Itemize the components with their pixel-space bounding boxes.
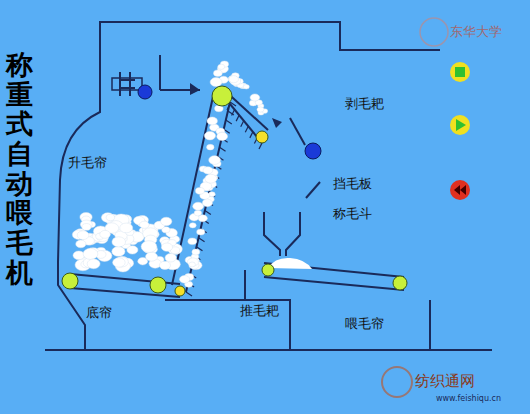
wool-tuft	[203, 167, 213, 174]
wool-tuft	[159, 261, 170, 269]
wool-tuft	[100, 230, 111, 238]
wool-tuft	[194, 210, 202, 216]
hatch-line	[226, 120, 232, 124]
wool-tuft	[87, 259, 100, 269]
wool-tuft	[192, 249, 200, 255]
wool-tuft	[210, 78, 222, 87]
watermark: 纺织通网	[415, 372, 475, 390]
wool-tuft	[165, 254, 176, 262]
callout-label: 底帘	[86, 305, 112, 321]
wool-tuft	[146, 252, 158, 261]
callout-label: 剥毛耙	[345, 96, 384, 112]
wool-tuft	[188, 238, 197, 245]
wool-tuft	[140, 221, 150, 228]
wool-tuft	[112, 246, 125, 256]
wool-tuft	[106, 214, 114, 220]
hatch-line	[199, 238, 205, 242]
wool-tuft	[113, 258, 126, 267]
callout-label: 升毛帘	[68, 155, 107, 171]
wool-tuft	[76, 240, 86, 248]
wool-tuft	[229, 76, 239, 83]
wool-tuft	[141, 241, 157, 253]
wool-tuft	[250, 94, 260, 101]
wool-tuft	[188, 258, 199, 266]
wool-tuft	[218, 64, 225, 69]
title: 称重式自动喂毛机	[6, 50, 33, 288]
wool-tuft	[161, 217, 172, 225]
wool-tuft	[161, 243, 172, 251]
callout-label: 挡毛板	[333, 176, 372, 192]
callout-label: 推毛耙	[240, 303, 279, 319]
wool-tuft	[189, 223, 196, 228]
wool-tuft	[77, 231, 89, 240]
wool-tuft	[204, 132, 215, 140]
wool-tuft	[205, 174, 217, 183]
wool-tuft	[112, 237, 126, 247]
wool-tuft	[197, 229, 205, 235]
wool-tuft	[120, 223, 133, 233]
wool-tuft	[195, 187, 204, 194]
wool-tuft	[214, 70, 223, 76]
hatch-line	[186, 292, 192, 296]
watermark: 东华大学	[450, 24, 502, 40]
wool-tuft	[180, 275, 190, 283]
wool-tuft	[209, 156, 221, 165]
hatch-line	[236, 115, 239, 121]
wool-tuft	[243, 85, 249, 90]
wool-tuft	[101, 213, 114, 223]
hatch-line	[205, 211, 211, 215]
hatch-line	[245, 126, 248, 132]
wool-tuft	[202, 199, 212, 207]
wool-tuft	[193, 202, 204, 210]
wool-tuft	[207, 117, 218, 125]
hatch-line	[259, 143, 262, 149]
wool-tuft	[207, 144, 214, 150]
wool-tuft	[83, 248, 98, 259]
wool-tuft	[228, 75, 238, 82]
hatch-line	[250, 132, 253, 138]
wool-tuft	[189, 262, 196, 267]
wool-tuft	[82, 224, 91, 231]
wool-tuft	[73, 251, 85, 260]
callout-label: 称毛斗	[333, 206, 372, 222]
hatch-line	[220, 147, 226, 151]
hatch-line	[230, 102, 236, 106]
hatch-line	[241, 121, 244, 127]
wool-tuft	[257, 107, 264, 112]
watermark: www.feishiqu.cn	[436, 394, 501, 404]
wool-tuft	[217, 132, 228, 140]
hatch-line	[232, 110, 235, 116]
wool-tuft	[127, 246, 138, 254]
callout-label: 喂毛帘	[345, 316, 384, 332]
